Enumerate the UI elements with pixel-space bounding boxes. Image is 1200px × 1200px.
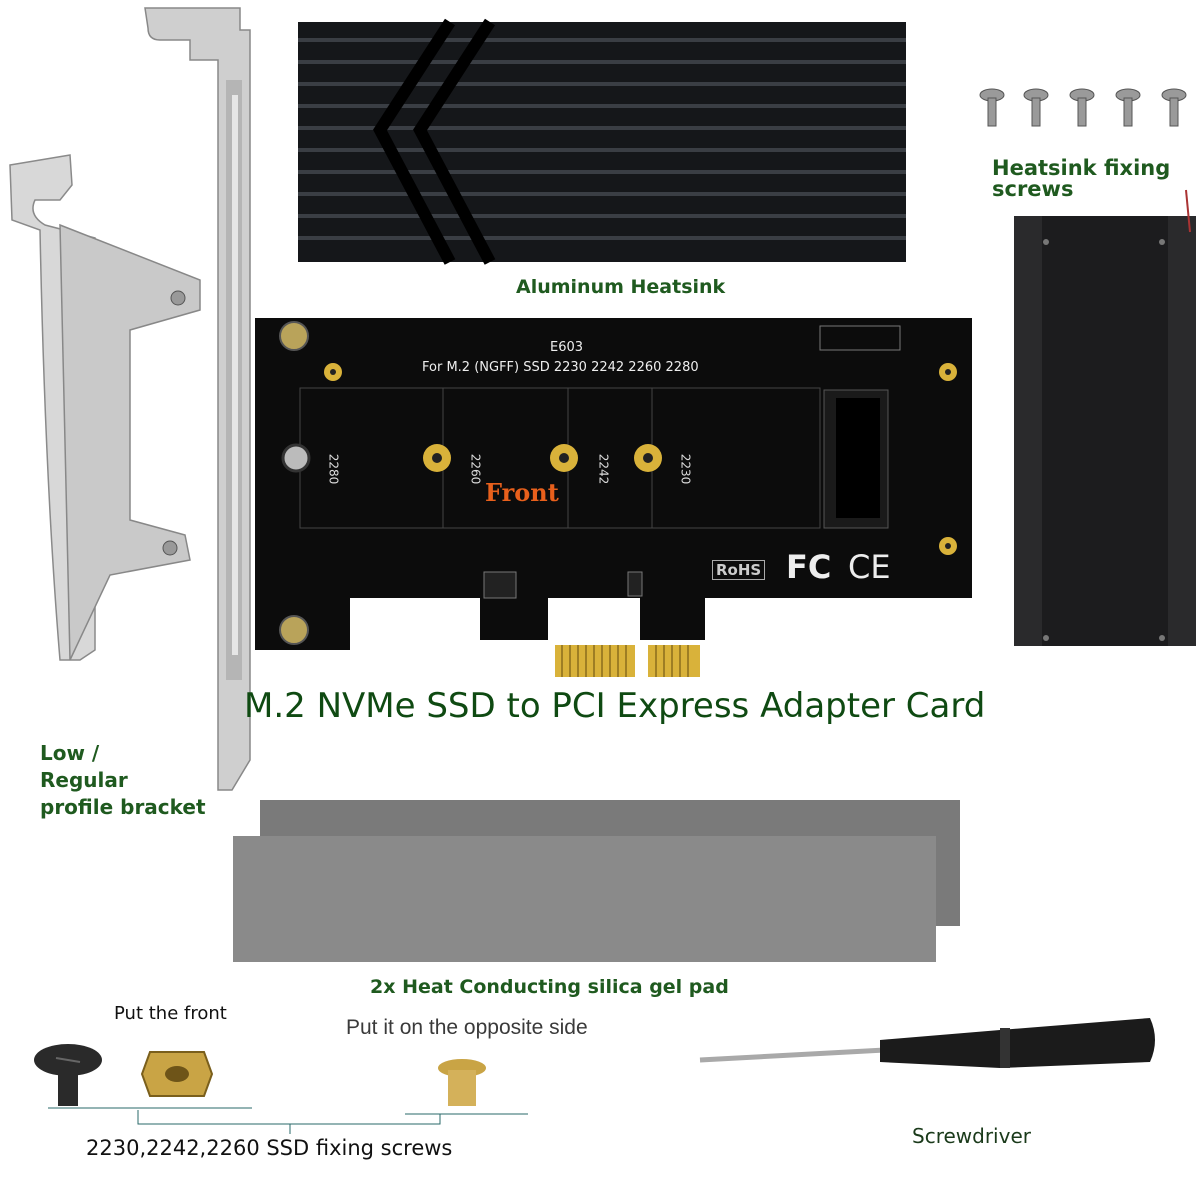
put-front-label: Put the front xyxy=(114,1003,227,1024)
regular-bracket xyxy=(144,7,251,791)
pads-label: 2x Heat Conducting silica gel pad xyxy=(370,976,729,998)
fc-logo: FC xyxy=(786,548,832,586)
screwdriver xyxy=(699,1018,1155,1068)
bracket-label-line2: Regular xyxy=(40,768,128,792)
pcb-adapter-card xyxy=(255,318,972,677)
main-title: M.2 NVMe SSD to PCI Express Adapter Card xyxy=(244,686,986,726)
size-2280: 2280 xyxy=(326,453,341,485)
ssd-fixing-screws xyxy=(34,1044,528,1134)
low-profile-bracket xyxy=(9,154,201,661)
size-2260: 2260 xyxy=(468,453,483,485)
pcb-model: E603 xyxy=(550,340,584,355)
bracket-label-line3: profile bracket xyxy=(40,795,206,819)
front-label: Front xyxy=(485,478,559,507)
fixing-screws-label: Heatsink fixing screws xyxy=(992,158,1170,200)
heatsink-label: Aluminum Heatsink xyxy=(516,276,726,298)
pcb-spec: For M.2 (NGFF) SSD 2230 2242 2260 2280 xyxy=(422,360,699,375)
heatsink-underside xyxy=(1014,189,1196,646)
fixing-screws-label-line2: screws xyxy=(992,177,1074,201)
bracket-label: Low / Regular profile bracket xyxy=(40,740,206,821)
size-2242: 2242 xyxy=(596,453,611,485)
put-opposite-label: Put it on the opposite side xyxy=(346,1016,588,1039)
ssd-screws-label: 2230,2242,2260 SSD fixing screws xyxy=(86,1136,453,1160)
aluminum-heatsink xyxy=(298,18,906,265)
screwdriver-label: Screwdriver xyxy=(912,1124,1031,1148)
ce-logo: CE xyxy=(848,548,891,586)
size-2230: 2230 xyxy=(678,453,693,485)
thermal-pads xyxy=(233,800,960,962)
fixing-screws-label-line1: Heatsink fixing xyxy=(992,156,1171,180)
rohs-logo: RoHS xyxy=(712,560,766,580)
heatsink-screws xyxy=(979,88,1187,127)
bracket-label-line1: Low / xyxy=(40,741,100,765)
